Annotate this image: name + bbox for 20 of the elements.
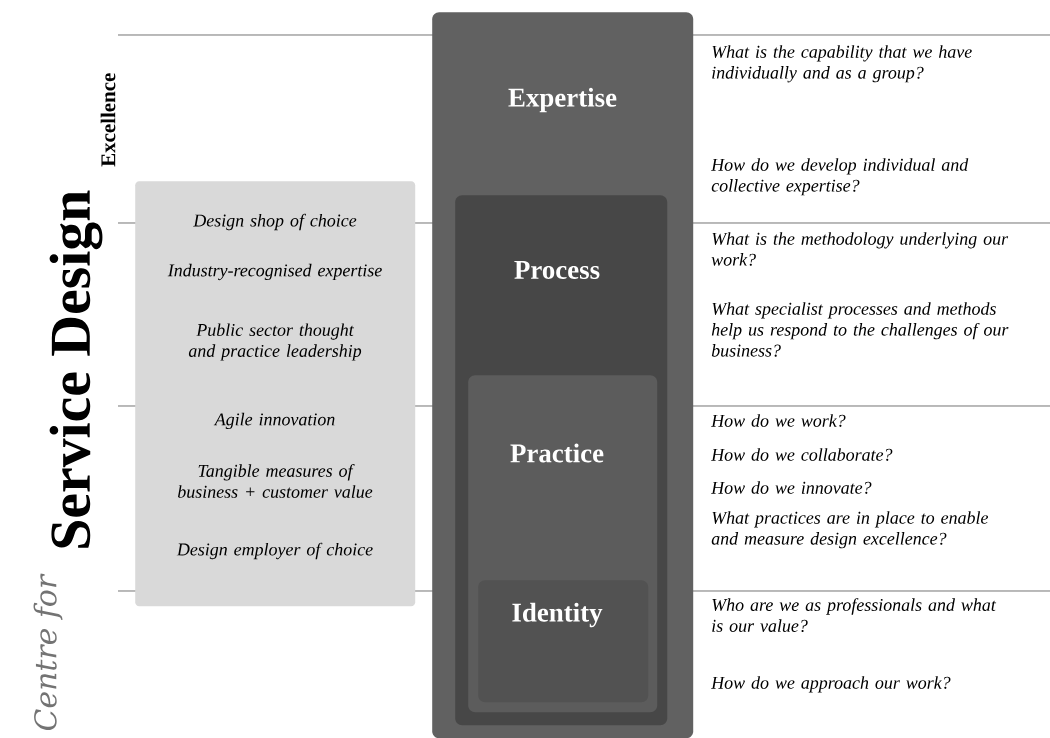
panel-text: Industry-recognised expertise <box>167 263 382 281</box>
question-text: What is the capability that we have individually and as a group? <box>712 45 972 83</box>
panel-text: Public sector thought and practice leadership <box>188 323 362 361</box>
question-text: Who are we as professionals and what is our value? <box>712 598 997 632</box>
question-text: What specialist processes and methods help us respond to the challenges of our business? <box>711 302 1009 357</box>
panel-text: Tangible measures of business + customer value <box>178 464 373 498</box>
panel-background <box>135 181 416 607</box>
title-text: Centre for <box>33 573 63 731</box>
layer-box: Identity <box>478 580 649 703</box>
question-text: How do we collaborate? <box>711 448 893 461</box>
title-text: Excellence <box>100 73 116 167</box>
question-text: What is the methodology underlying our work? <box>711 232 1009 266</box>
question-text: How do we develop individual and collective expertise? <box>711 158 969 196</box>
panel-text: Design employer of choice <box>176 542 373 560</box>
panel-text: Design shop of choice <box>193 213 357 231</box>
panel-text: Agile innovation <box>213 412 335 430</box>
question-text: What practices are in place to enable and measure design excellence? <box>711 511 989 549</box>
question-text: How do we innovate? <box>711 481 872 494</box>
question-text: How do we work? <box>711 414 846 427</box>
question-text: How do we approach our work? <box>711 676 951 693</box>
